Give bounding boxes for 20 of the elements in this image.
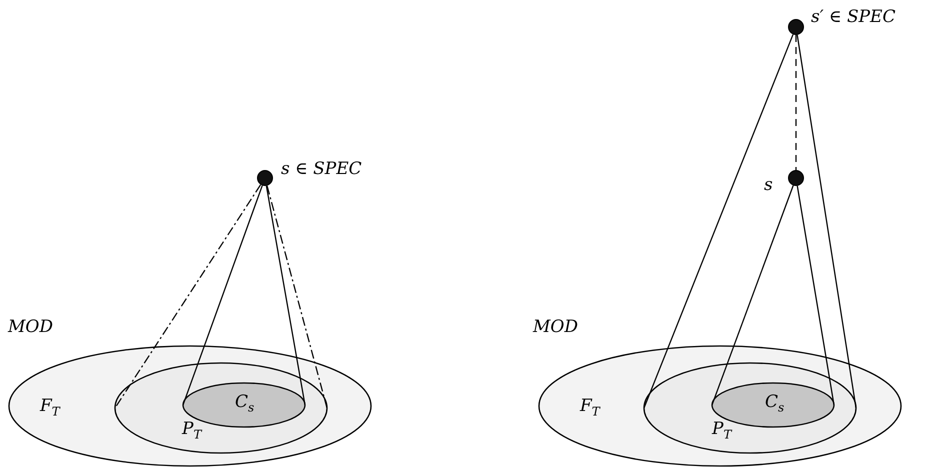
set-label: P$_{T}$ — [182, 420, 202, 442]
connector-line — [643, 34, 794, 408]
dashed-line — [266, 186, 328, 408]
set-label: F$_{T}$ — [580, 397, 600, 419]
connector-line — [796, 34, 857, 408]
point-label: s′ ∈ SPEC — [811, 8, 896, 27]
set-label: C$_{s}$ — [765, 393, 784, 415]
connector-line — [711, 185, 794, 406]
point-label: s ∈ SPEC — [281, 160, 362, 179]
connector-line — [796, 186, 835, 406]
set-label: P$_{T}$ — [712, 420, 732, 442]
set-label: F$_{T}$ — [40, 397, 60, 419]
dashed-line — [114, 184, 262, 408]
set-name-label: MOD — [533, 318, 578, 337]
dashed-line — [795, 35, 797, 170]
connector-line — [266, 186, 306, 406]
connector-line — [182, 185, 263, 406]
point-label: s — [764, 176, 773, 195]
set-name-label: MOD — [8, 318, 53, 337]
set-label: C$_{s}$ — [235, 393, 254, 415]
